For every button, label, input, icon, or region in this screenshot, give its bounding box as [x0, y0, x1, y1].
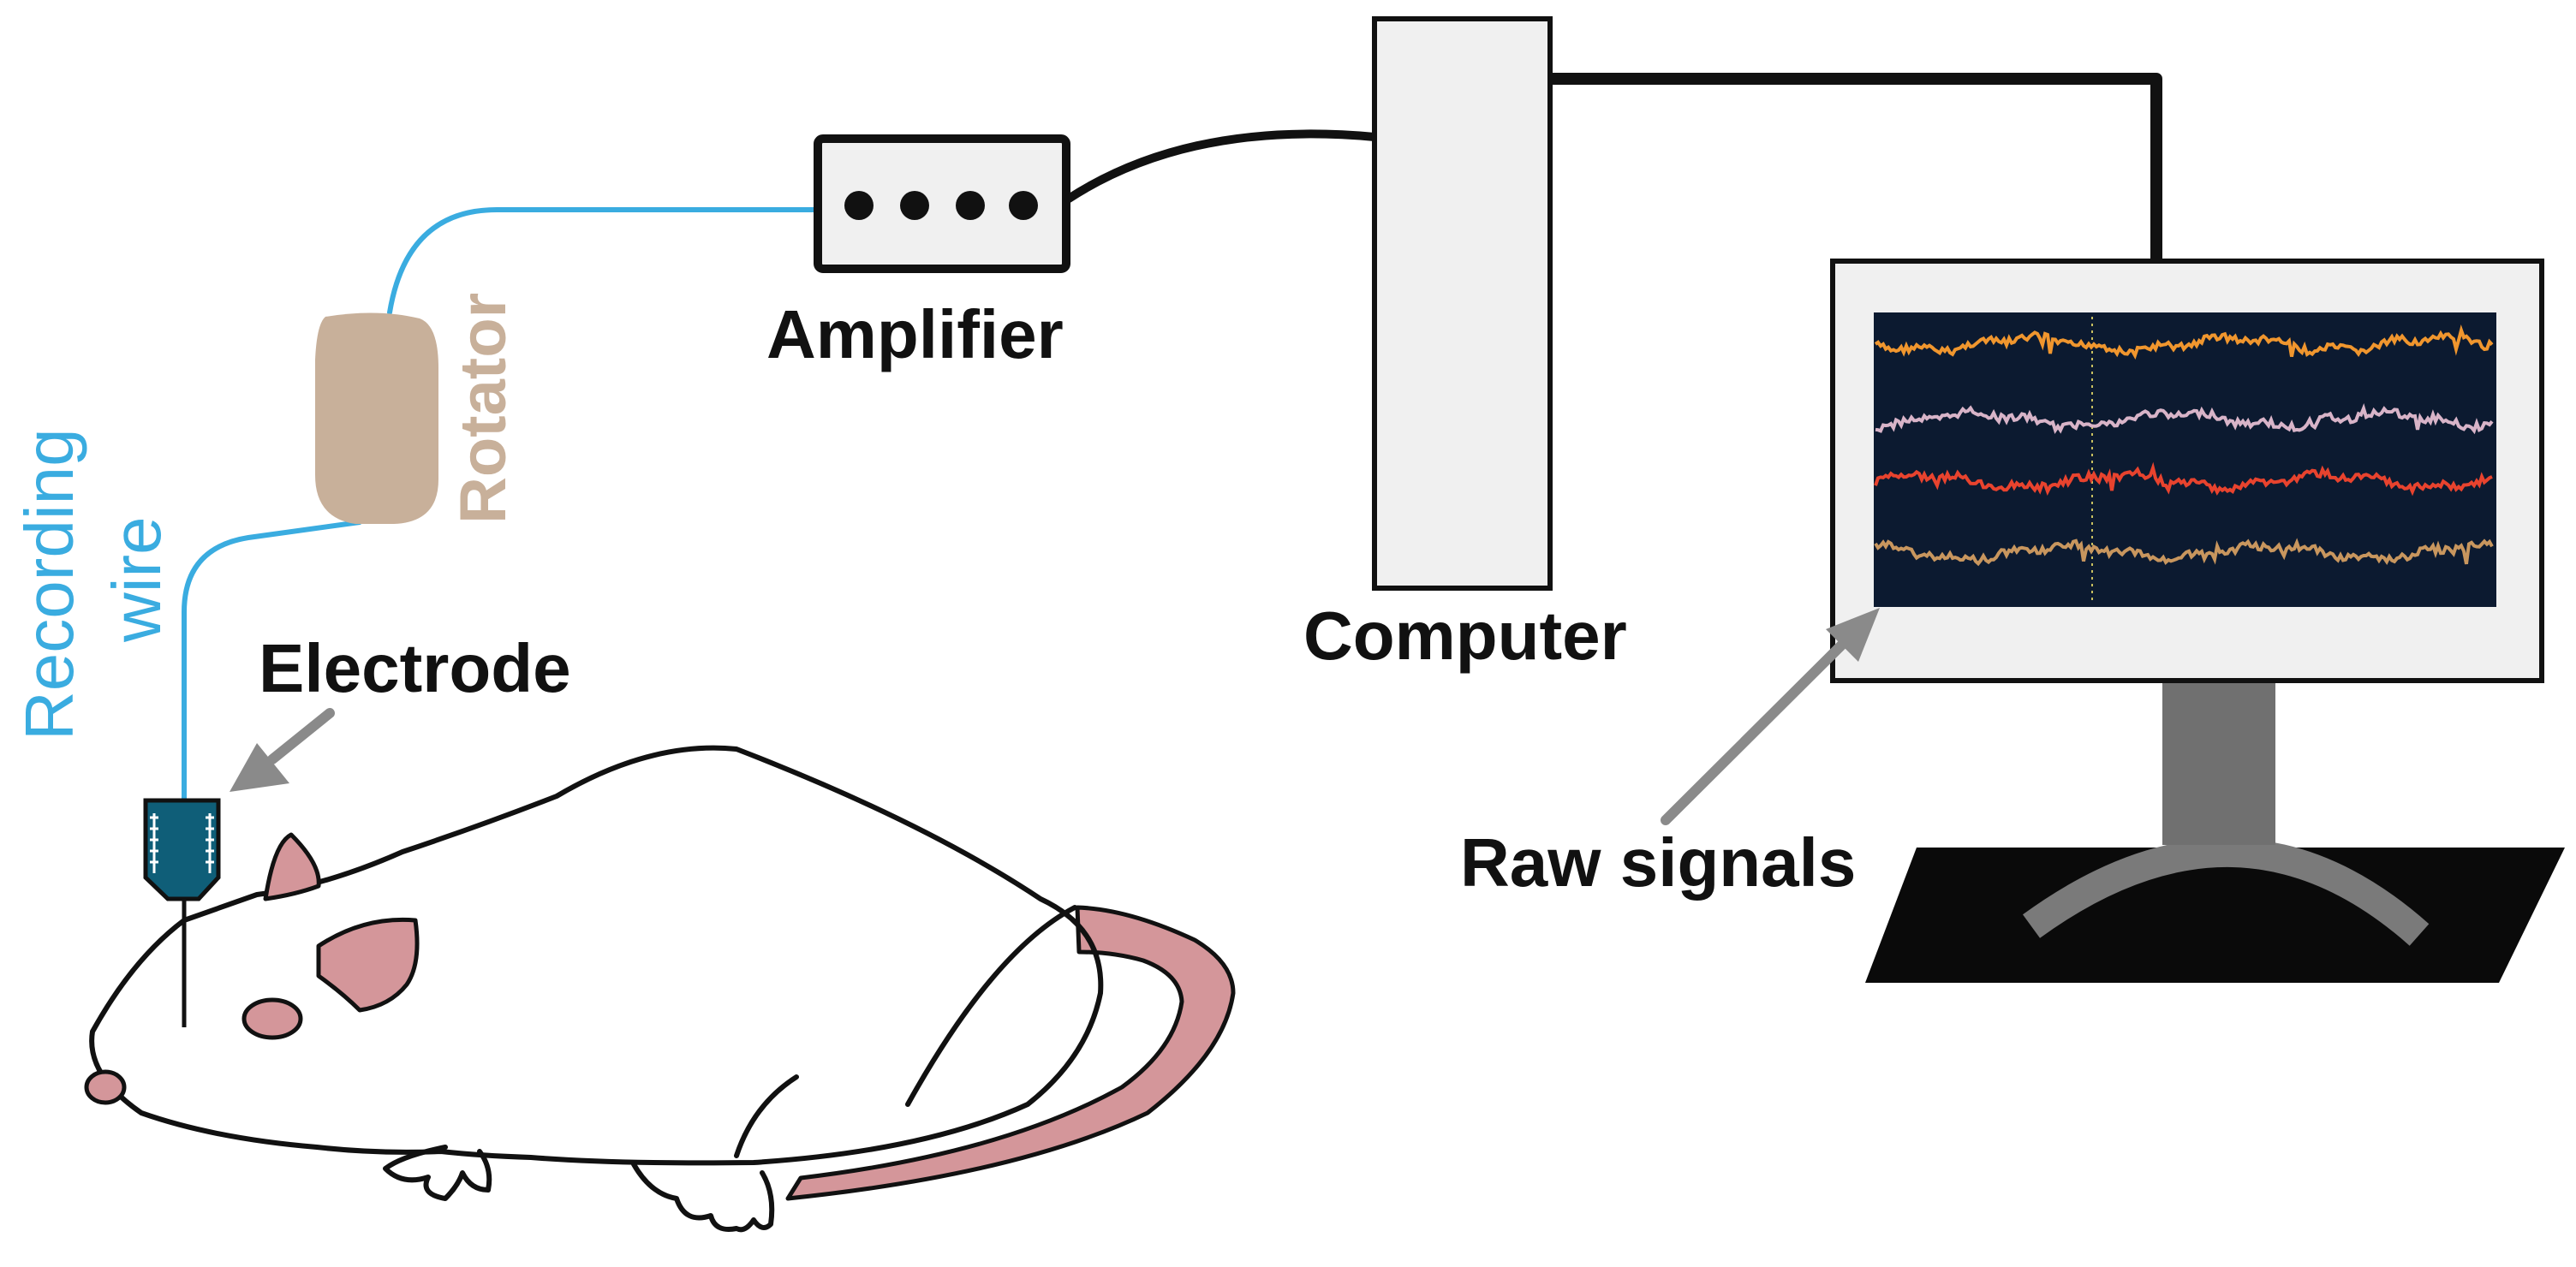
computer-label: Computer	[1303, 598, 1627, 674]
rotator-icon	[315, 312, 438, 524]
signal-trace-4	[1874, 538, 2494, 567]
signal-trace-3	[1874, 461, 2493, 497]
monitor-icon	[1830, 259, 2565, 983]
electrode-arrow	[230, 708, 335, 792]
rotator-label: Rotator	[447, 293, 520, 524]
electrode-icon	[143, 798, 221, 1027]
recording-wire	[182, 207, 820, 807]
signal-trace-1	[1874, 324, 2494, 360]
electrode-label: Electrode	[259, 630, 571, 706]
raw-signal-traces	[1874, 324, 2494, 567]
rat-icon	[84, 745, 1236, 1233]
computer-tower-icon	[1372, 16, 1553, 591]
signal-screen	[1874, 312, 2496, 607]
recording-wire-label-line2: wire	[98, 516, 175, 643]
amplifier-box-icon	[814, 134, 1070, 273]
raw-signals-arrow	[1661, 608, 1880, 825]
signal-trace-2	[1875, 403, 2494, 435]
raw-signals-label: Raw signals	[1460, 824, 1856, 901]
amplifier-cable	[1064, 129, 1379, 203]
recording-wire-label-line1: Recording	[11, 428, 87, 741]
amplifier-label: Amplifier	[766, 296, 1064, 372]
monitor-cable	[1550, 73, 2162, 261]
